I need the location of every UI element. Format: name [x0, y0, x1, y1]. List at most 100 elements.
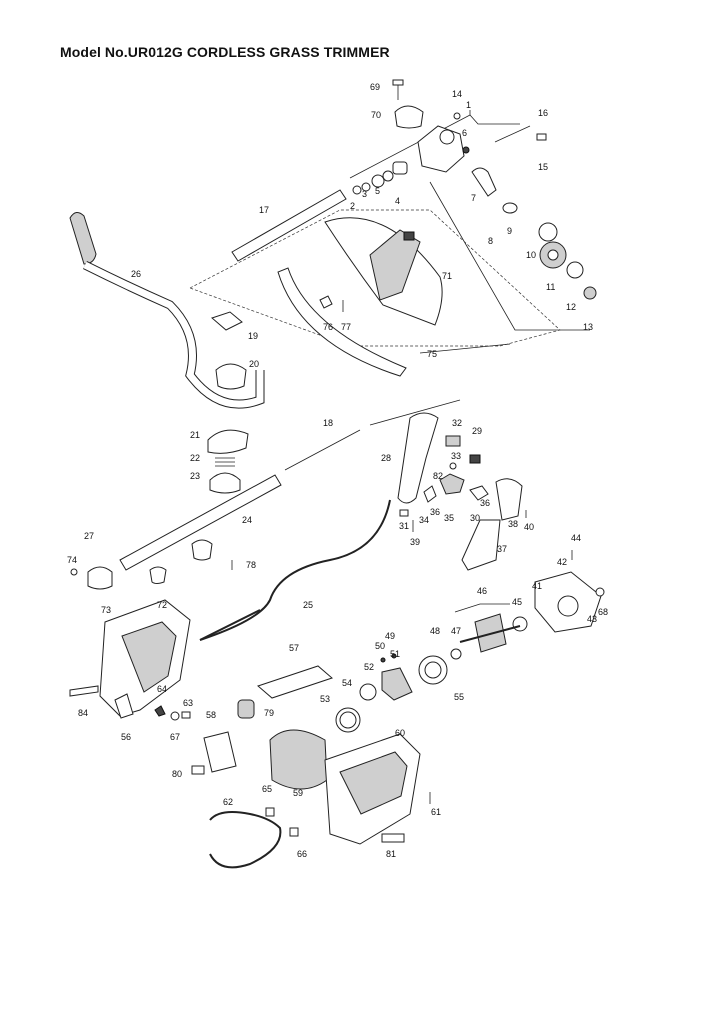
guard-group	[189, 189, 561, 377]
label-22: 22	[190, 453, 200, 463]
label-70: 70	[371, 110, 381, 120]
label-67: 67	[170, 732, 180, 742]
label-21: 21	[190, 430, 200, 440]
label-3: 3	[362, 189, 367, 199]
label-2: 2	[350, 201, 355, 211]
label-32: 32	[452, 418, 462, 428]
label-10: 10	[526, 250, 536, 260]
label-18: 18	[323, 418, 333, 428]
label-26: 26	[131, 269, 141, 279]
cable-25	[199, 499, 391, 641]
ring-2	[352, 185, 362, 195]
label-75: 75	[427, 349, 437, 359]
label-16: 16	[538, 108, 548, 118]
screw-74	[70, 568, 78, 576]
label-42: 42	[557, 557, 567, 567]
label-46: 46	[477, 586, 487, 596]
part-64	[154, 705, 166, 717]
label-56: 56	[121, 732, 131, 742]
label-23: 23	[190, 471, 200, 481]
handle-housing-28	[397, 412, 439, 504]
housing-group	[69, 566, 431, 869]
label-69: 69	[370, 82, 380, 92]
bolt-69	[392, 79, 404, 86]
label-5: 5	[375, 186, 380, 196]
label-30: 30	[470, 513, 480, 523]
label-48: 48	[430, 626, 440, 636]
shaft-4	[392, 161, 408, 175]
shaft-group	[119, 343, 511, 584]
label-35: 35	[444, 513, 454, 523]
label-84	[69, 685, 99, 697]
grip-26	[69, 212, 97, 265]
clamp-70	[394, 105, 424, 129]
label-34: 34	[419, 515, 429, 525]
holder-20	[215, 363, 247, 390]
gear-head-group	[349, 79, 597, 331]
cushion-79	[237, 699, 255, 719]
washer-9	[502, 202, 518, 214]
label-4: 4	[395, 196, 400, 206]
guard-strip-75	[277, 267, 407, 377]
handle-37	[461, 519, 501, 571]
label-33: 33	[451, 451, 461, 461]
label-68: 68	[598, 607, 608, 617]
label-82: 82	[433, 471, 443, 481]
label-24: 24	[242, 515, 252, 525]
label-60: 60	[395, 728, 405, 738]
label-9: 9	[507, 226, 512, 236]
part-51	[391, 653, 397, 659]
label-49: 49	[385, 631, 395, 641]
part-35	[439, 473, 465, 495]
part-80	[191, 765, 205, 775]
label-44: 44	[571, 533, 581, 543]
label-8: 8	[488, 236, 493, 246]
label-65: 65	[262, 784, 272, 794]
wire-62	[209, 811, 282, 869]
label-1: 1	[466, 100, 471, 110]
label-78: 78	[246, 560, 256, 570]
plate-57	[257, 665, 333, 699]
label-29: 29	[472, 426, 482, 436]
label-71: 71	[442, 271, 452, 281]
label-58: 58	[206, 710, 216, 720]
label-17: 17	[259, 205, 269, 215]
shaft-18-top	[419, 343, 511, 354]
label-6: 6	[462, 128, 467, 138]
label-50: 50	[375, 641, 385, 651]
diagram-title: Model No.UR012G CORDLESS GRASS TRIMMER	[60, 44, 390, 60]
label-40: 40	[524, 522, 534, 532]
bearing-47	[450, 648, 462, 660]
label-36b: 36	[480, 498, 490, 508]
label-79: 79	[264, 708, 274, 718]
part-33	[449, 462, 457, 470]
screw-31	[399, 509, 409, 517]
bearing-5	[371, 174, 385, 188]
pipe-17	[231, 189, 347, 262]
switch-handle-group	[397, 412, 527, 571]
bracket-56	[114, 693, 134, 719]
label-12: 12	[566, 302, 576, 312]
label-37: 37	[497, 544, 507, 554]
screw-63	[181, 711, 191, 719]
label-74: 74	[67, 555, 77, 565]
screw-43	[595, 587, 605, 597]
label-73: 73	[101, 605, 111, 615]
circlip-10	[538, 222, 558, 242]
label-7: 7	[471, 193, 476, 203]
bearing-45	[512, 616, 528, 632]
lever-82	[423, 485, 437, 503]
label-81: 81	[386, 849, 396, 859]
label-77: 77	[341, 322, 351, 332]
label-47: 47	[451, 626, 461, 636]
label-39: 39	[410, 537, 420, 547]
label-64: 64	[157, 684, 167, 694]
label-38: 38	[508, 519, 518, 529]
switch-32	[445, 435, 461, 447]
label-41: 41	[532, 581, 542, 591]
pipe-27	[119, 474, 282, 571]
ring-3	[361, 182, 371, 192]
label-36a: 36	[430, 507, 440, 517]
holder-19	[211, 311, 243, 331]
